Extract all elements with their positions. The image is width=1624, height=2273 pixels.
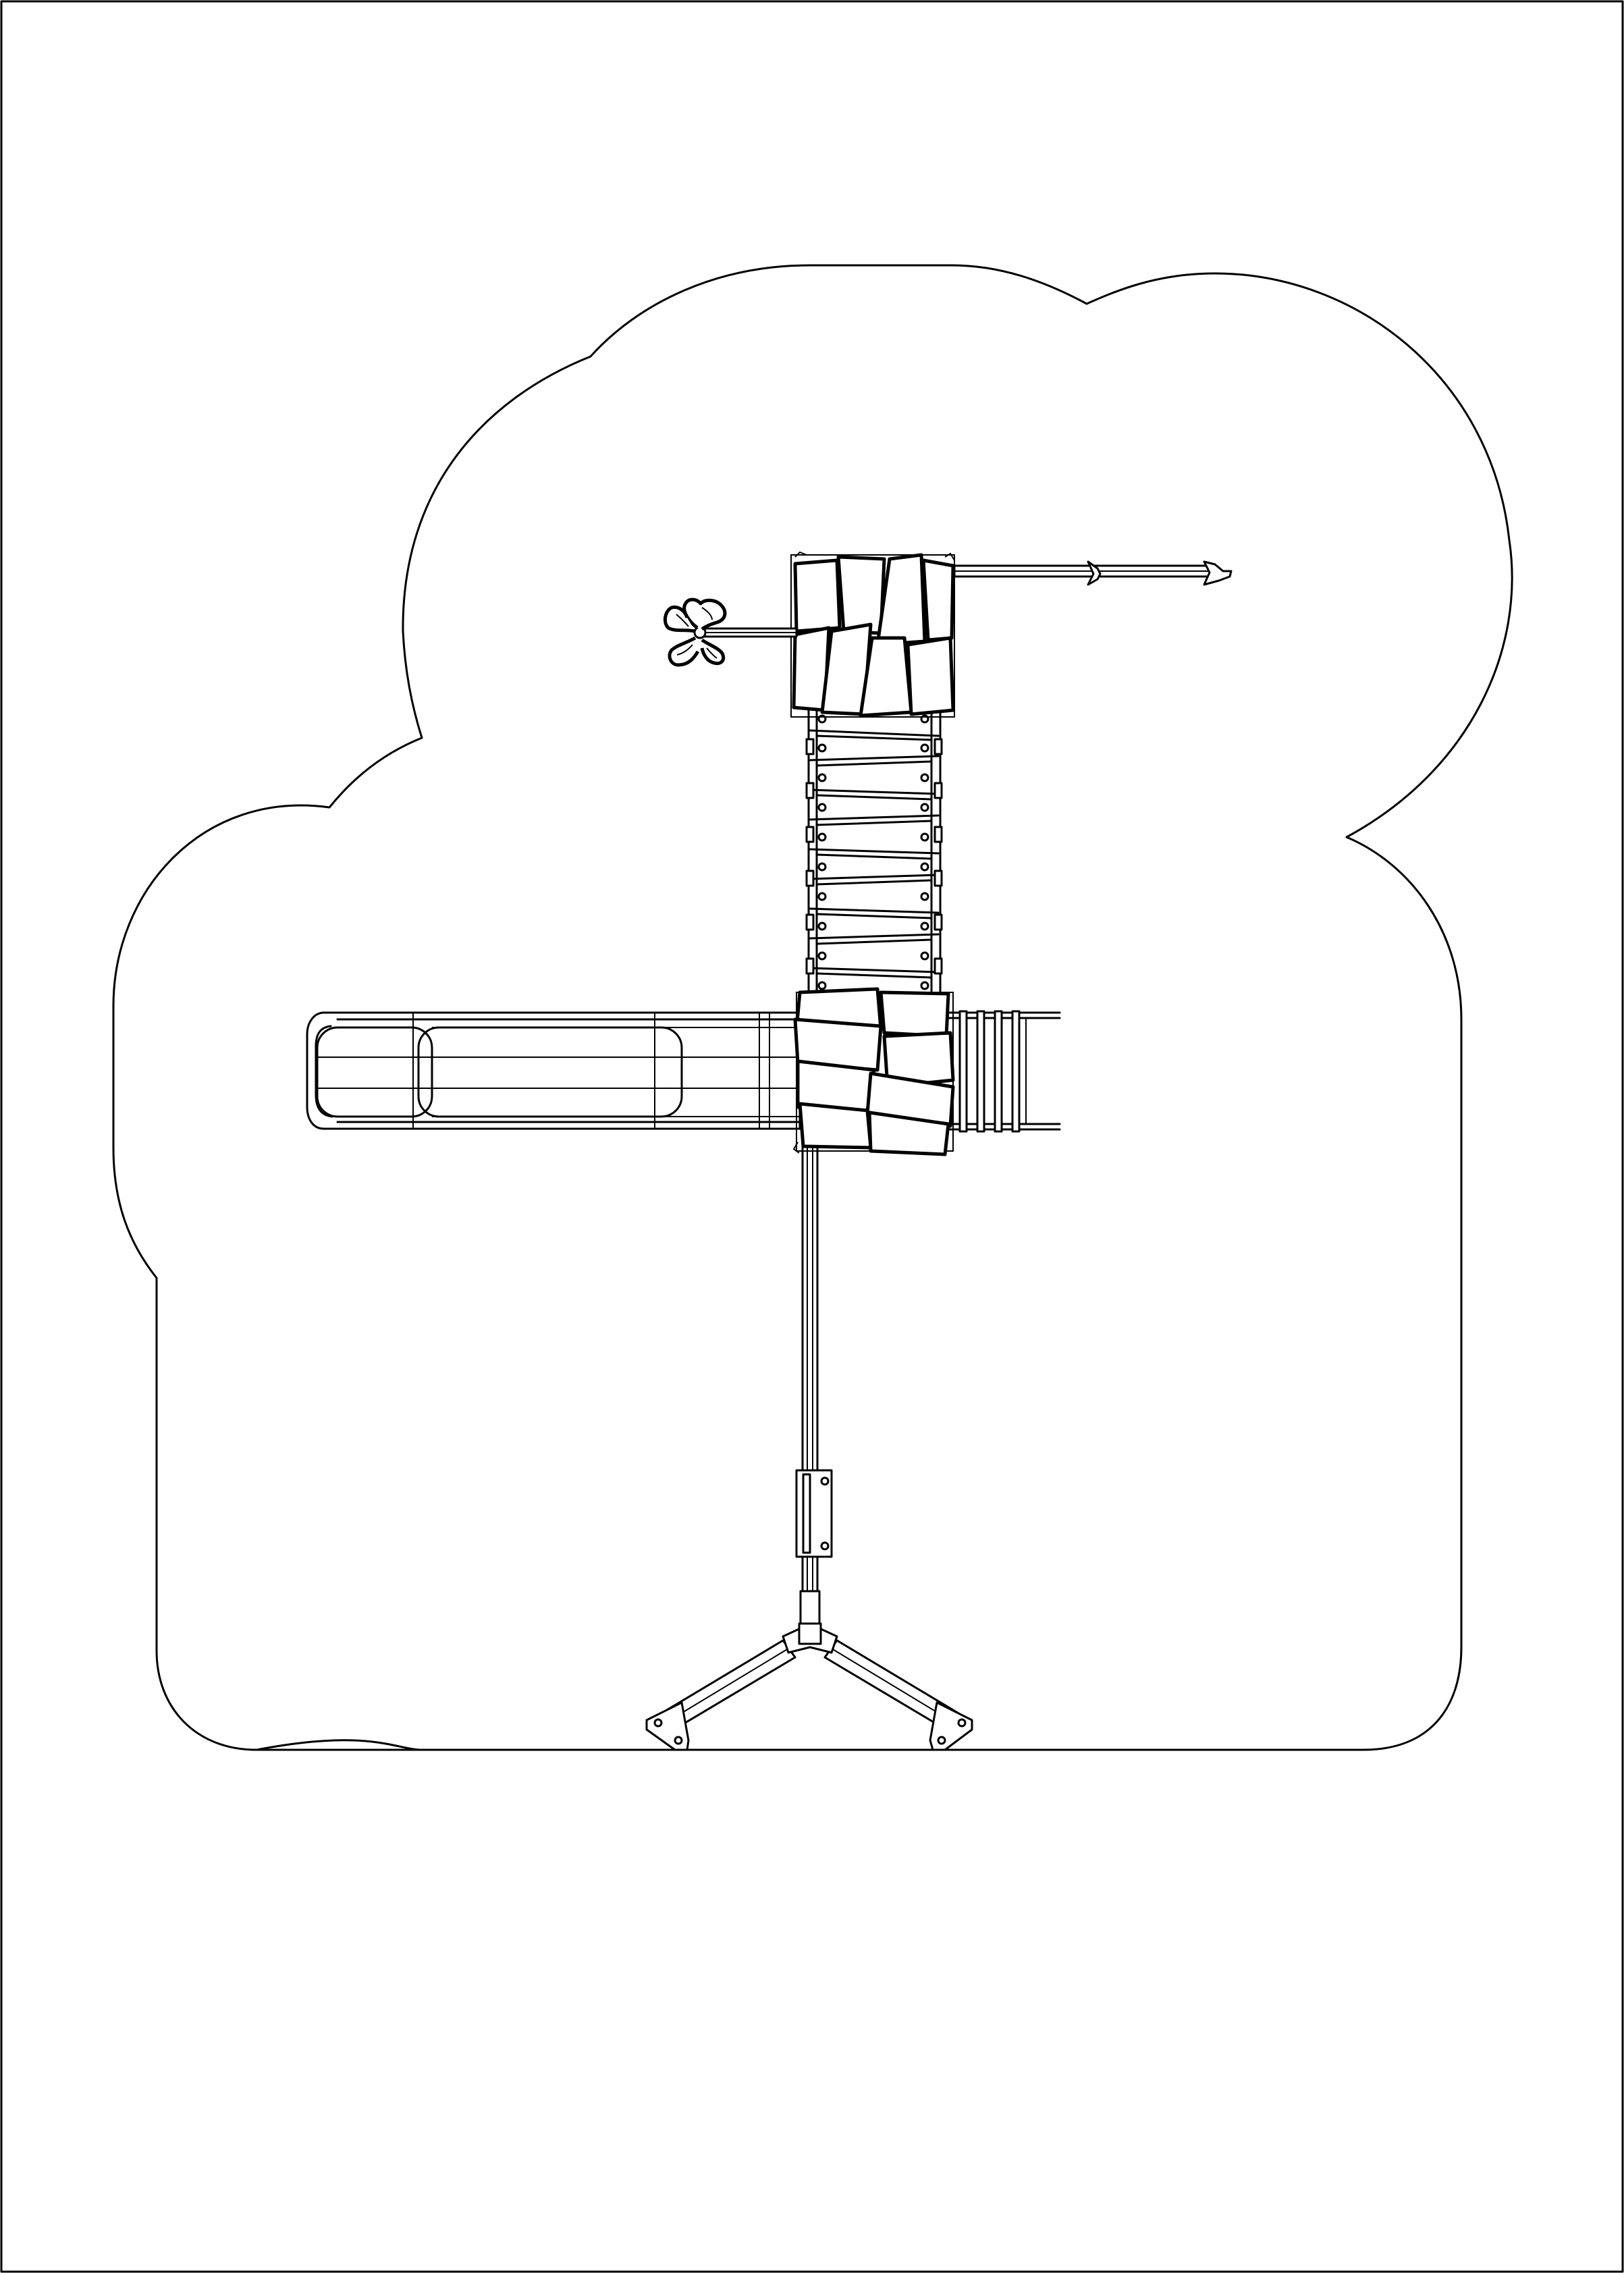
slide [306, 1011, 801, 1130]
safety-zone-boundary [112, 264, 1513, 1751]
monkey-bar-pole [795, 1141, 833, 1633]
safety-zone-outline [255, 1739, 424, 1751]
climbing-wall-rock-holds [790, 551, 955, 718]
a-frame-leg-assembly [645, 1622, 973, 1751]
swing-beam [953, 560, 1233, 586]
rock-holds-platform [792, 987, 955, 1156]
side-ladder [947, 1010, 1061, 1133]
trapeze-rings [663, 597, 798, 667]
ladder-rungs [805, 707, 943, 1007]
